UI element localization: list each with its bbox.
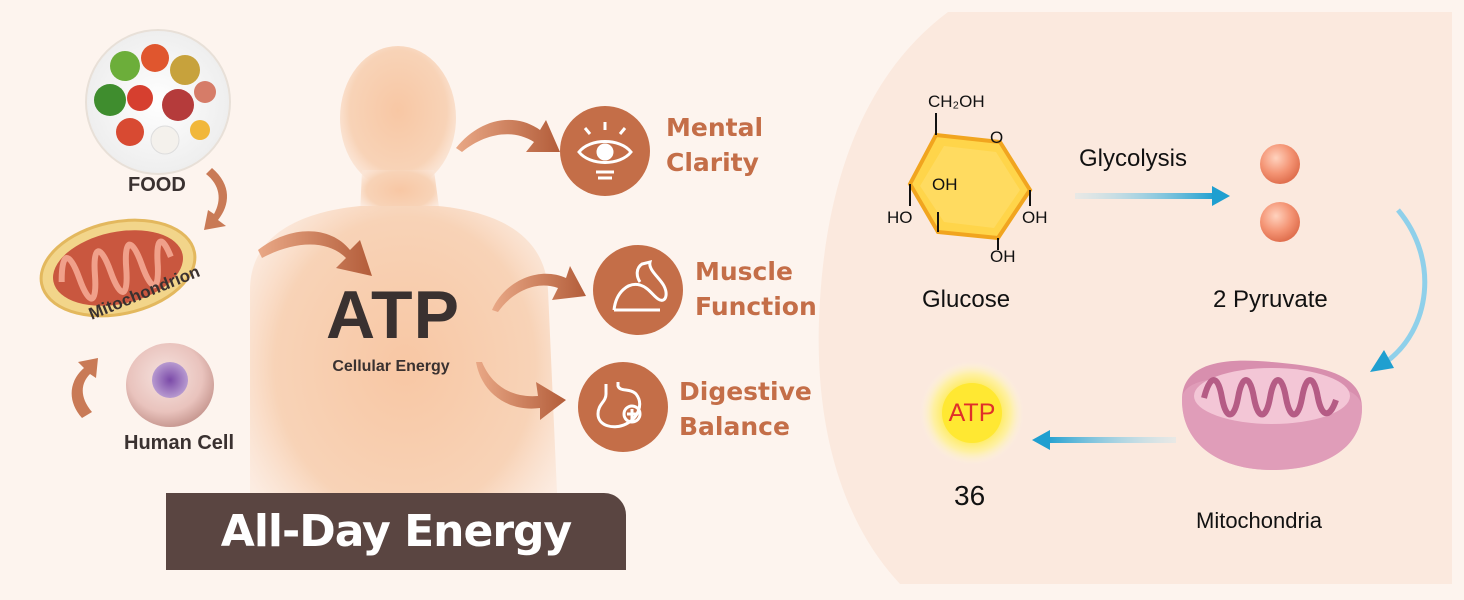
pathway-panel bbox=[818, 12, 1452, 584]
atp-count: 36 bbox=[954, 480, 986, 511]
glycolysis-label: Glycolysis bbox=[1079, 145, 1188, 172]
digestive-balance-icon-badge bbox=[578, 362, 668, 452]
to-mental-clarity-arrow bbox=[456, 119, 560, 152]
pyruvate-molecule bbox=[1260, 202, 1300, 242]
benefit-line: Clarity bbox=[666, 148, 759, 177]
oh-group-top: OH bbox=[932, 175, 958, 194]
ch2oh-group: CH₂OH bbox=[928, 92, 985, 111]
glucose-label: Glucose bbox=[922, 286, 1011, 313]
ring-oxygen: O bbox=[990, 128, 1004, 147]
muscle-function-icon-badge bbox=[593, 245, 683, 335]
atp-title: ATP bbox=[326, 277, 460, 353]
benefit-digestive-balance: Digestive Balance bbox=[679, 374, 812, 444]
ho-group-left: HO bbox=[887, 208, 913, 227]
pyruvate-label: 2 Pyruvate bbox=[1213, 286, 1328, 313]
glucose-molecule bbox=[907, 113, 1033, 250]
cell-to-mitochondrion-arrow bbox=[71, 358, 98, 418]
food-label: FOOD bbox=[128, 174, 186, 196]
benefit-mental-clarity: Mental Clarity bbox=[666, 110, 763, 180]
to-digestive-balance-arrow bbox=[476, 362, 566, 420]
atp-subtitle: Cellular Energy bbox=[332, 358, 450, 375]
oh-group-right: OH bbox=[1022, 208, 1048, 227]
flexed-arm-icon bbox=[612, 259, 668, 312]
mental-clarity-icon-badge bbox=[560, 106, 650, 196]
mitochondria-label: Mitochondria bbox=[1196, 508, 1322, 533]
banner-text: All-Day Energy bbox=[220, 506, 572, 557]
glycolysis-arrow bbox=[1075, 186, 1230, 206]
mitochondrion-icon bbox=[39, 218, 197, 318]
all-day-energy-banner: All-Day Energy bbox=[166, 493, 626, 570]
benefit-line: Mental bbox=[666, 113, 764, 142]
benefit-line: Function bbox=[695, 292, 817, 321]
human-silhouette bbox=[250, 46, 560, 560]
eye-icon bbox=[577, 122, 633, 180]
human-cell-label: Human Cell bbox=[124, 432, 235, 454]
human-cell-icon bbox=[126, 343, 214, 427]
oh-group-bottom: OH bbox=[990, 247, 1016, 266]
atp-sun-badge bbox=[920, 361, 1024, 465]
to-atp-arrow bbox=[258, 231, 372, 276]
pyruvate-molecule bbox=[1260, 144, 1300, 184]
benefit-line: Balance bbox=[679, 412, 790, 441]
benefit-line: Muscle bbox=[695, 257, 793, 286]
atp-badge-text: ATP bbox=[948, 399, 996, 427]
benefit-line: Digestive bbox=[679, 377, 812, 406]
food-plate-icon bbox=[85, 29, 231, 175]
food-to-mitochondrion-arrow bbox=[204, 168, 228, 230]
mitochondria-to-atp-arrow bbox=[1032, 430, 1176, 450]
benefit-muscle-function: Muscle Function bbox=[695, 254, 817, 324]
mitochondria-icon bbox=[1182, 360, 1362, 470]
pyruvate-to-mitochondria-arrow bbox=[1370, 208, 1428, 372]
stomach-icon bbox=[596, 382, 642, 429]
to-muscle-function-arrow bbox=[492, 266, 586, 312]
